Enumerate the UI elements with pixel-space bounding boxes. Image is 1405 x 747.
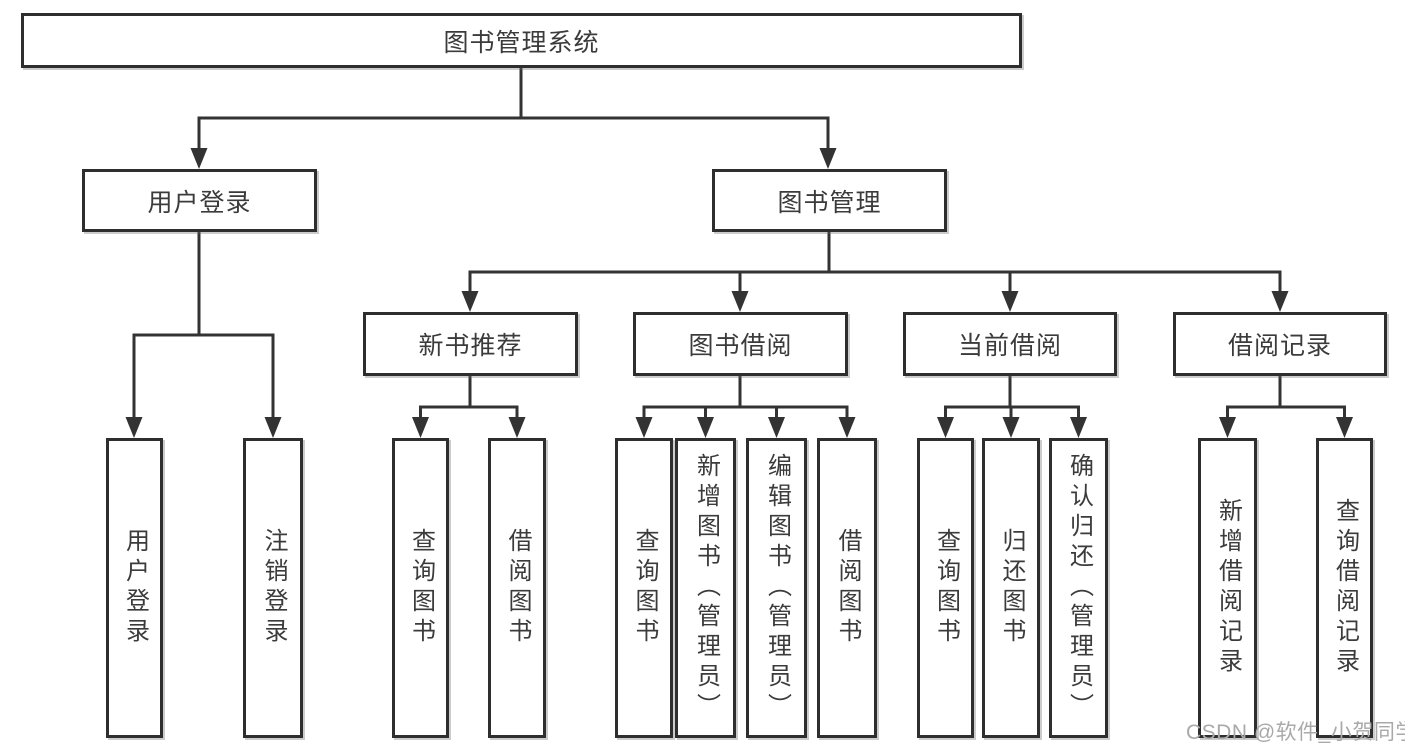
node-label: 新增图书（管理员） [692, 453, 720, 723]
leaf-add-borrow-record: 新增借阅记录 [1198, 438, 1257, 738]
node-label: 用户登录 [147, 188, 252, 217]
leaf-add-books-admin: 新增图书（管理员） [675, 438, 736, 738]
node-label: 确认归还（管理员） [1065, 453, 1093, 723]
leaf-user-login: 用户登录 [106, 438, 163, 738]
csdn-watermark: CSDN @软件_小贺同学 [1186, 721, 1405, 744]
node-label: 编辑图书（管理员） [763, 453, 791, 723]
node-label: 图书管理 [777, 188, 882, 217]
leaf-query-borrow-record: 查询借阅记录 [1316, 438, 1373, 738]
leaf-query-books: 查询图书 [392, 438, 449, 738]
leaf-query-books: 查询图书 [917, 438, 974, 738]
node-book-management: 图书管理 [712, 169, 947, 232]
node-label: 新书推荐 [418, 332, 523, 360]
leaf-borrow-books: 借阅图书 [817, 438, 877, 738]
leaf-borrow-books: 借阅图书 [488, 438, 546, 738]
node-label: 查询图书 [932, 528, 960, 648]
leaf-edit-books-admin: 编辑图书（管理员） [746, 438, 807, 738]
node-label: 查询图书 [631, 528, 658, 648]
node-label: 图书管理系统 [443, 28, 600, 57]
leaf-query-books: 查询图书 [615, 438, 673, 738]
node-label: 图书借阅 [688, 332, 793, 360]
node-label: 借阅图书 [834, 528, 861, 648]
node-user-login: 用户登录 [82, 169, 317, 232]
node-label: 查询图书 [407, 528, 435, 648]
node-label: 注销登录 [260, 528, 287, 648]
node-label: 查询借阅记录 [1331, 498, 1359, 678]
node-label: 借阅图书 [504, 528, 531, 648]
node-current-borrow: 当前借阅 [903, 312, 1117, 376]
node-label: 用户登录 [121, 528, 149, 648]
node-label: 当前借阅 [957, 332, 1062, 360]
leaf-return-books: 归还图书 [982, 438, 1040, 738]
node-label: 新增借阅记录 [1214, 498, 1242, 678]
node-label: 借阅记录 [1227, 332, 1332, 360]
node-label: 归还图书 [998, 528, 1025, 648]
leaf-logout: 注销登录 [243, 438, 303, 738]
node-book-borrow: 图书借阅 [633, 312, 848, 376]
node-library-system: 图书管理系统 [21, 13, 1022, 68]
node-new-book-recommend: 新书推荐 [363, 312, 578, 376]
node-borrow-records: 借阅记录 [1173, 312, 1387, 376]
leaf-confirm-return-admin: 确认归还（管理员） [1049, 438, 1108, 738]
